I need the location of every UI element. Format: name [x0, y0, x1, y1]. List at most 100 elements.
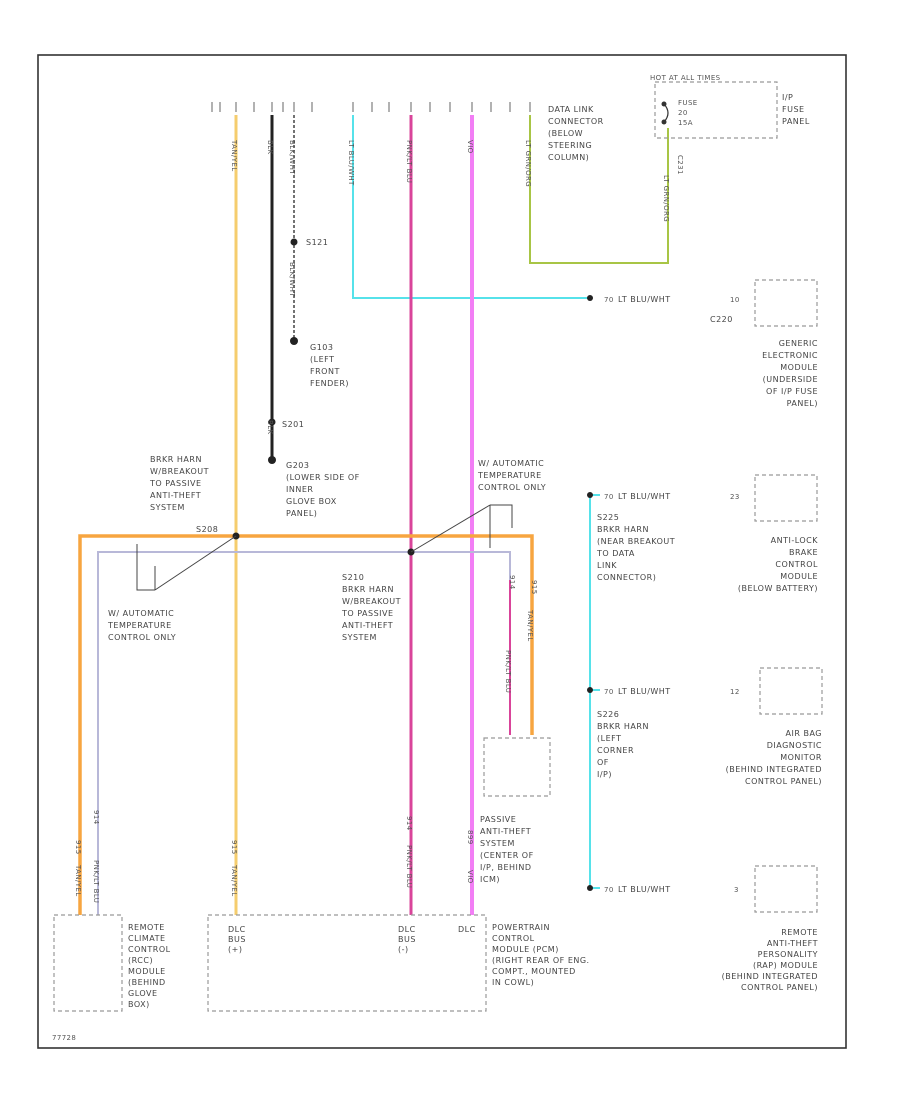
- pin-914-pcm: 914: [405, 816, 413, 831]
- brkr-harn-left-label-line-3: ANTI-THEFT: [150, 491, 201, 500]
- atc-left-label-line-2: CONTROL ONLY: [108, 633, 176, 642]
- fuse-label-line-0: FUSE: [678, 99, 698, 107]
- s121-label: S121: [306, 238, 328, 247]
- g203-label-line-1: (LOWER SIDE OF: [286, 473, 360, 482]
- data-link-label-line-2: (BELOW: [548, 129, 583, 138]
- abs-box: [754, 474, 818, 522]
- pin-915-rcc: 915: [74, 840, 82, 855]
- top-connector-pins: [211, 102, 531, 112]
- gem-label-line-2: MODULE: [780, 363, 818, 372]
- pin-915-pcm: 915: [230, 840, 238, 855]
- fuse-header-label: HOT AT ALL TIMES: [650, 74, 721, 82]
- pin-915-pats: 915: [530, 580, 538, 595]
- splice-gem: [587, 295, 593, 301]
- pcm-label-line-5: IN COWL): [492, 978, 534, 987]
- leader-atc-right: [410, 504, 491, 553]
- ip-fuse-panel-label-line-1: FUSE: [782, 105, 805, 114]
- airbag-label-line-3: (BEHIND INTEGRATED: [726, 765, 822, 774]
- dlc-bus-plus-label-line-0: DLC: [228, 925, 246, 934]
- rap-label-line-5: CONTROL PANEL): [741, 983, 818, 992]
- wire-label-rap: LT BLU/WHT: [618, 885, 671, 894]
- pcm-label-line-0: POWERTRAIN: [492, 923, 550, 932]
- s226-label-line-1: BRKR HARN: [597, 722, 649, 731]
- abs-label-line-0: ANTI-LOCK: [771, 536, 819, 545]
- airbag-box: [759, 667, 823, 715]
- wire-label-tan-rcc: TAN/YEL: [74, 864, 82, 897]
- gem-box: [754, 279, 818, 327]
- wire-label-lt-grn-top: LT GRN/ORG: [524, 140, 532, 187]
- c231-label: C231: [676, 155, 684, 175]
- pin-23-abs: 23: [730, 493, 740, 501]
- g103-label-line-2: FRONT: [310, 367, 340, 376]
- pin-914-pats: 914: [508, 575, 516, 590]
- s225-label-line-3: TO DATA: [596, 549, 635, 558]
- gem-label-line-5: PANEL): [787, 399, 818, 408]
- wire-lt-grn-org: [529, 115, 669, 264]
- pin-70-rap: 70: [604, 886, 614, 894]
- s226-label-line-5: I/P): [597, 770, 612, 779]
- pin-70-abs: 70: [604, 493, 614, 501]
- g203-label-line-2: INNER: [286, 485, 313, 494]
- s210-label-line-0: S210: [342, 573, 364, 582]
- pin-12-airbag: 12: [730, 688, 740, 696]
- abs-label-line-3: MODULE: [780, 572, 818, 581]
- data-link-label-line-0: DATA LINK: [548, 105, 594, 114]
- rap-label-line-3: (RAP) MODULE: [753, 961, 818, 970]
- wire-label-pnk-pats: PNK/LT BLU: [504, 650, 512, 693]
- ip-fuse-panel-label-line-0: I/P: [782, 93, 793, 102]
- s210-label-line-1: BRKR HARN: [342, 585, 394, 594]
- pats-box: [483, 737, 551, 797]
- s226-label-line-0: S226: [597, 710, 619, 719]
- airbag-label-line-0: AIR BAG: [786, 729, 822, 738]
- wire-label-lt-blu-top: LT BLU/WHT: [347, 140, 355, 186]
- airbag-label-line-2: MONITOR: [780, 753, 822, 762]
- dlc-bus-plus-label-line-2: (+): [228, 945, 242, 954]
- abs-label-line-1: BRAKE: [789, 548, 818, 557]
- gem-label-line-4: OF I/P FUSE: [766, 387, 818, 396]
- dlc-label: DLC: [458, 925, 476, 934]
- abs-label-line-4: (BELOW BATTERY): [738, 584, 818, 593]
- airbag-label-line-4: CONTROL PANEL): [745, 777, 822, 786]
- leader-atc-left: [154, 535, 237, 591]
- brkr-harn-left-label-line-4: SYSTEM: [150, 503, 185, 512]
- dlc-bus-minus-label-line-0: DLC: [398, 925, 416, 934]
- data-link-label-line-3: STEERING: [548, 141, 592, 150]
- wire-label-vio-pcm: VIO: [466, 870, 474, 884]
- s210-label-line-3: TO PASSIVE: [341, 609, 394, 618]
- dlc-bus-minus-label-line-1: BUS: [398, 935, 416, 944]
- pats-label-line-2: SYSTEM: [480, 839, 515, 848]
- rcc-label-line-6: GLOVE: [128, 989, 158, 998]
- diagram-id-label: 77728: [52, 1034, 76, 1042]
- gem-label-line-0: GENERIC: [779, 339, 818, 348]
- pin-914-rcc: 914: [92, 810, 100, 825]
- s225-label-line-4: LINK: [597, 561, 617, 570]
- g103-label-line-0: G103: [310, 343, 333, 352]
- atc-left-label-line-0: W/ AUTOMATIC: [108, 609, 174, 618]
- fuse-panel-box: [654, 81, 778, 139]
- g203-label-line-3: GLOVE BOX: [286, 497, 337, 506]
- wire-label-lt-grn-fuse: LT GRN/ORG: [662, 175, 670, 222]
- gem-label-line-3: (UNDERSIDE: [763, 375, 818, 384]
- pin-70-airbag: 70: [604, 688, 614, 696]
- ground-g203: [268, 456, 276, 464]
- fuse-label-line-1: 20: [678, 109, 688, 117]
- atc-right-label-line-0: W/ AUTOMATIC: [478, 459, 544, 468]
- wire-label-blk-wht-mid: BLK/WHT: [288, 262, 296, 297]
- g103-label-line-1: (LEFT: [310, 355, 334, 364]
- rap-box: [754, 865, 818, 913]
- wire-label-abs: LT BLU/WHT: [618, 492, 671, 501]
- fuse-icon: [663, 103, 669, 123]
- wire-orange-bus: [78, 534, 534, 915]
- splice-s226: [587, 687, 593, 693]
- rap-label-line-2: PERSONALITY: [758, 950, 818, 959]
- s225-label-line-2: (NEAR BREAKOUT: [597, 537, 675, 546]
- pin-70-gem: 70: [604, 296, 614, 304]
- pcm-label-line-4: COMPT., MOUNTED: [492, 967, 576, 976]
- s208-label: S208: [196, 525, 218, 534]
- rap-label-line-4: (BEHIND INTEGRATED: [722, 972, 818, 981]
- rap-label-line-0: REMOTE: [781, 928, 818, 937]
- dlc-bus-minus-label-line-2: (-): [398, 945, 409, 954]
- ground-g103: [290, 337, 298, 345]
- brkr-harn-left-label-line-0: BRKR HARN: [150, 455, 202, 464]
- s225-label-line-0: S225: [597, 513, 619, 522]
